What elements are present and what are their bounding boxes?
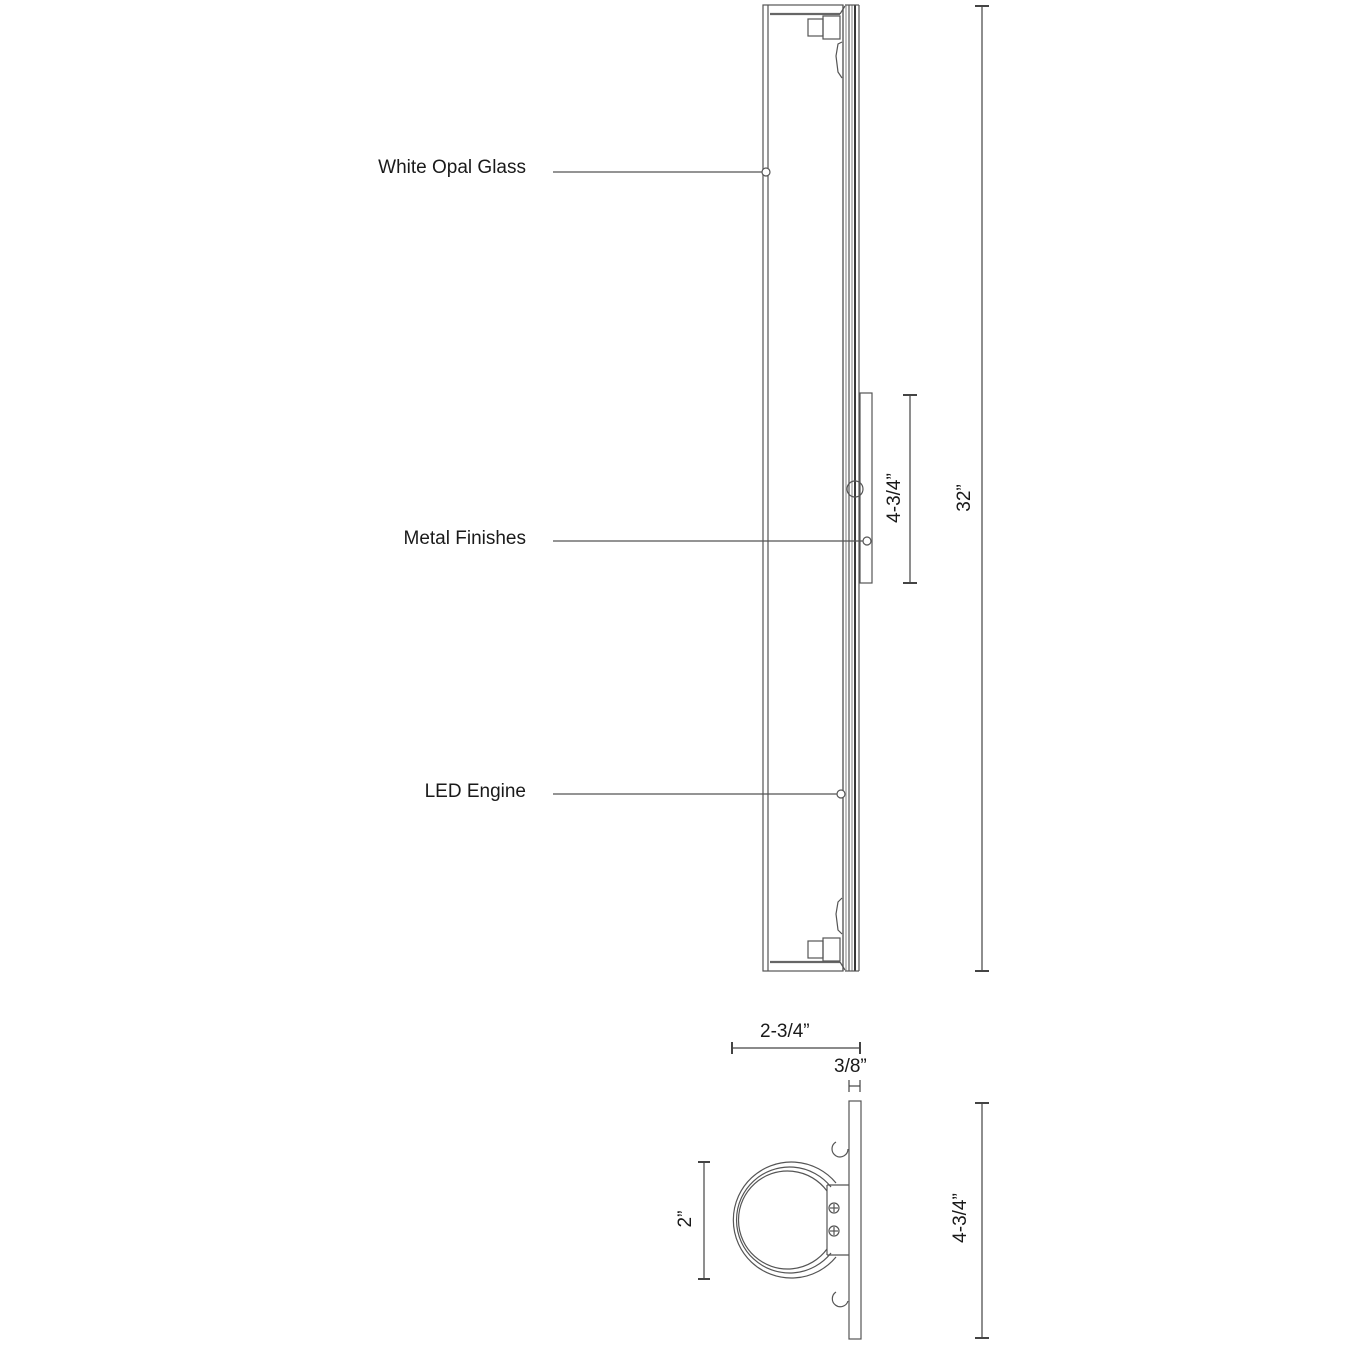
callout-led-engine: LED Engine — [424, 781, 526, 802]
fixture-side-view — [762, 4, 873, 972]
dimension-lines — [698, 5, 989, 1339]
dim-profile-backplate-height: 4-3/4” — [950, 1193, 971, 1243]
dim-backplate-thickness: 3/8” — [834, 1056, 867, 1077]
callout-metal-finishes: Metal Finishes — [403, 528, 527, 549]
dim-depth: 2-3/4” — [760, 1021, 810, 1042]
callout-white-opal-glass: White Opal Glass — [378, 157, 526, 178]
fixture-profile-view — [732, 1100, 862, 1340]
dim-diffuser-diameter: 2” — [675, 1210, 696, 1228]
dim-overall-height: 32” — [954, 484, 975, 512]
dim-backplate-height: 4-3/4” — [884, 473, 905, 523]
callout-leaders — [553, 167, 872, 799]
